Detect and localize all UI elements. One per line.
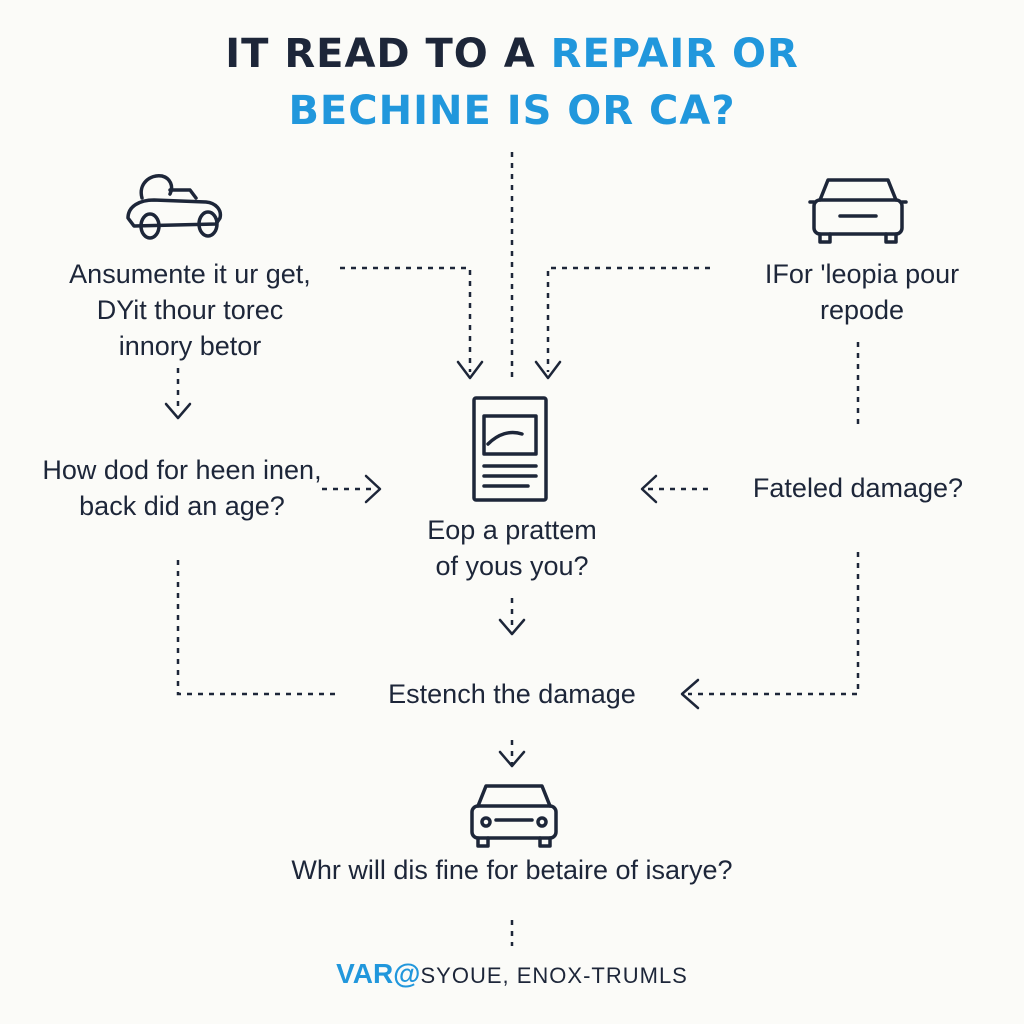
arrow-head <box>680 678 700 710</box>
document-icon <box>472 396 548 502</box>
node-mid-left: How dod for heen inen, back did an age? <box>42 455 322 521</box>
title-line-2: BECHINE IS OR CA? <box>288 88 736 134</box>
arrow-head <box>498 618 526 636</box>
connector-top-left <box>340 266 472 372</box>
node-top-left: Ansumente it ur get, DYit thour torec in… <box>69 259 311 361</box>
connector-right-bottom <box>688 552 860 696</box>
title-blue-part: REPAIR OR <box>550 31 799 77</box>
arrow-head <box>456 360 484 380</box>
node-mid-right: Fateled damage? <box>752 473 964 503</box>
car-front-icon <box>808 178 908 244</box>
connector-left-bottom <box>176 560 340 696</box>
node-center: Eop a prattem of yous you? <box>427 515 597 581</box>
footer: VAR@SYOUE, ENOX-TRUMLS <box>0 958 1024 990</box>
node-final: Whr will dis fine for betaire of isarye? <box>291 855 733 885</box>
arrow-head <box>534 360 562 380</box>
car-front-icon <box>470 784 558 848</box>
arrow-head <box>640 474 658 504</box>
node-estimate: Estench the damage <box>388 679 636 709</box>
title-line-1: IT READ TO A REPAIR OR <box>0 34 1024 74</box>
arrow-head <box>164 402 192 420</box>
arrow-head <box>364 474 382 504</box>
footer-brand: VAR@ <box>336 958 421 989</box>
footer-text: SYOUE, ENOX-TRUMLS <box>420 963 688 988</box>
arrow-head <box>498 750 526 768</box>
title-dark-part: IT READ TO A <box>225 31 536 77</box>
connector-top-right <box>546 266 710 372</box>
go-kart-icon <box>126 174 223 240</box>
node-top-right: IFor 'leopia pour repode <box>764 259 960 325</box>
